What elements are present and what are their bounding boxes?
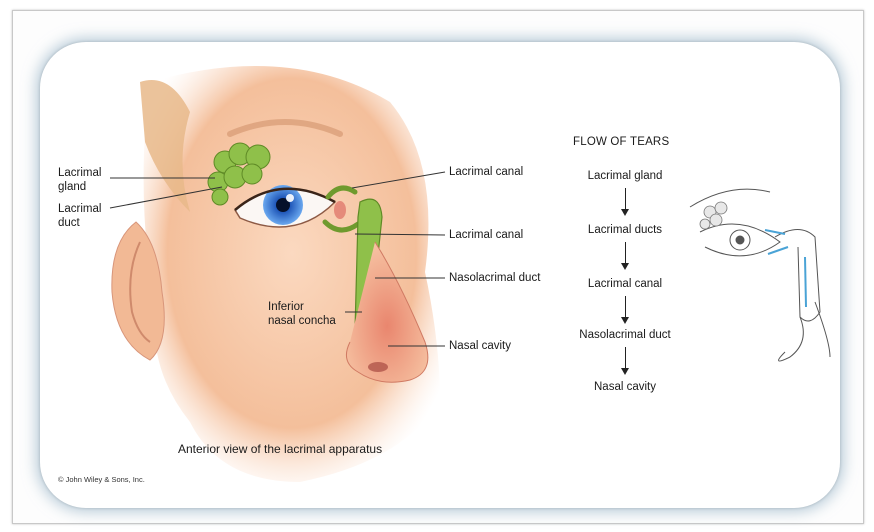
flow-arrow-4: [625, 347, 626, 369]
figure-caption: Anterior view of the lacrimal apparatus: [178, 442, 382, 456]
flow-arrow-1: [625, 188, 626, 210]
copyright-notice: © John Wiley & Sons, Inc.: [58, 475, 145, 484]
flow-step-2: Lacrimal ducts: [565, 224, 685, 236]
label-lacrimal-canal-top: Lacrimal canal: [449, 165, 523, 179]
flow-step-5: Nasal cavity: [565, 381, 685, 393]
label-lacrimal-gland: Lacrimal gland: [58, 166, 101, 194]
diagram-panel: Lacrimal gland Lacrimal duct Lacrimal ca…: [40, 42, 840, 508]
label-lacrimal-canal-bottom: Lacrimal canal: [449, 228, 523, 242]
flow-arrow-2: [625, 242, 626, 264]
flow-step-4: Nasolacrimal duct: [565, 329, 685, 341]
face-illustration: [40, 42, 840, 508]
label-inferior-nasal-concha: Inferior nasal concha: [268, 300, 336, 328]
label-lacrimal-duct: Lacrimal duct: [58, 202, 101, 230]
flow-step-3: Lacrimal canal: [565, 278, 685, 290]
label-nasal-cavity: Nasal cavity: [449, 339, 511, 353]
flow-title: FLOW OF TEARS: [573, 136, 669, 148]
flow-step-1: Lacrimal gland: [565, 170, 685, 182]
label-nasolacrimal-duct: Nasolacrimal duct: [449, 271, 540, 285]
flow-arrow-3: [625, 296, 626, 318]
face-skin: [144, 66, 440, 482]
